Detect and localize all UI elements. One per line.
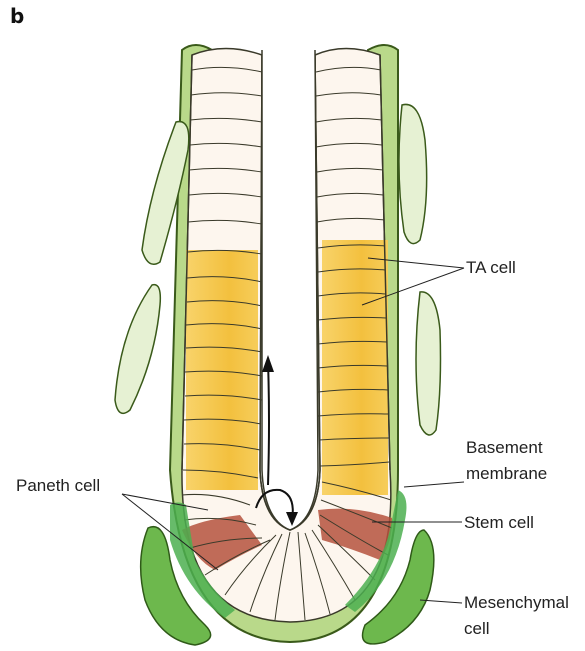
label-basement-membrane-2: membrane bbox=[466, 464, 547, 483]
panel-letter: b bbox=[10, 4, 24, 28]
label-paneth-cell: Paneth cell bbox=[16, 476, 100, 495]
ta-cell-region-left bbox=[186, 250, 258, 490]
mesenchymal-cell-2 bbox=[115, 285, 160, 414]
label-ta-cell: TA cell bbox=[466, 258, 516, 277]
label-stem-cell: Stem cell bbox=[464, 513, 534, 532]
mesenchymal-cell-4 bbox=[416, 292, 441, 435]
label-mesenchymal-1: Mesenchymal bbox=[464, 593, 569, 612]
mesenchymal-cell-3 bbox=[399, 104, 427, 243]
crypt-lumen bbox=[262, 50, 318, 530]
label-mesenchymal-2: cell bbox=[464, 619, 490, 638]
label-basement-membrane-1: Basement bbox=[466, 438, 543, 457]
ta-cell-region-right bbox=[322, 240, 388, 495]
